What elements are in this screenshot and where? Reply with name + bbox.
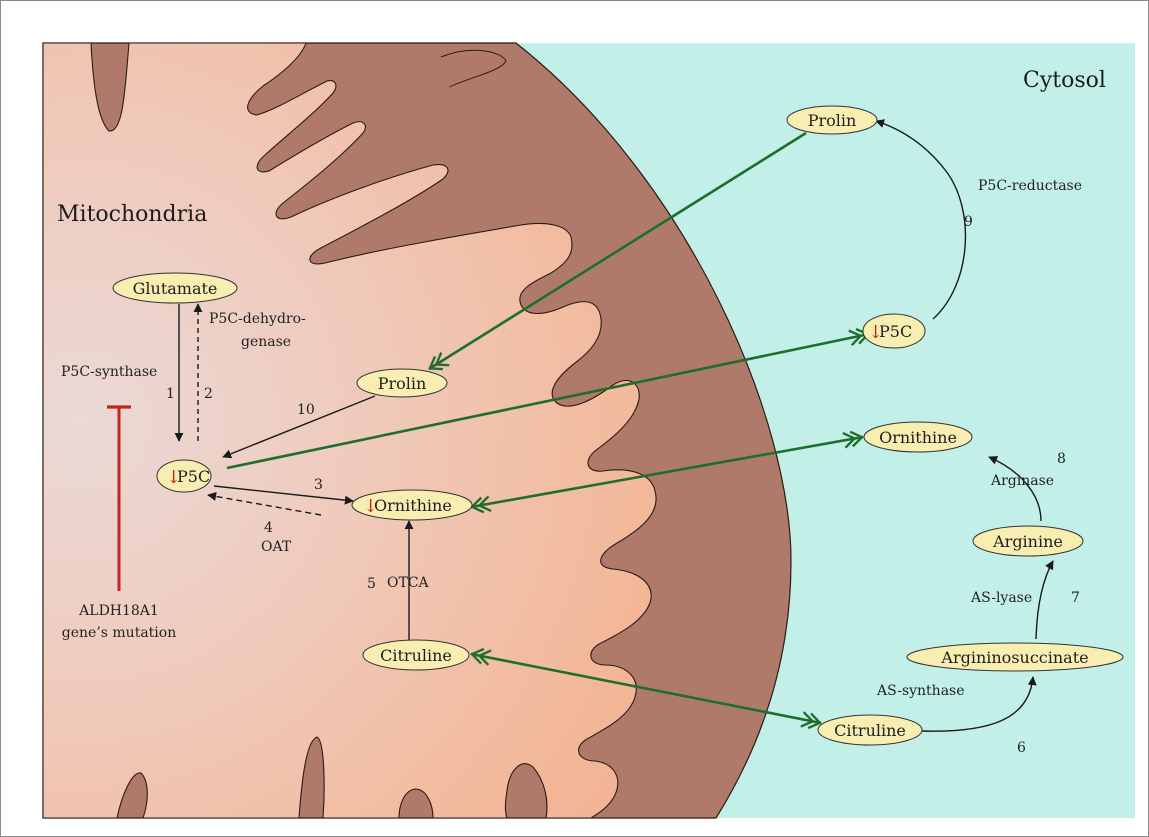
node-citruline-mitochondria: Citruline bbox=[363, 640, 469, 670]
enzyme-p5c-dehydrogenase-line1: P5C-dehydro- bbox=[209, 311, 306, 327]
mitochondria-label: Mitochondria bbox=[57, 202, 207, 227]
enzyme-as-synthase: AS-synthase bbox=[876, 683, 965, 699]
node-ornithine-cytosol: Ornithine bbox=[864, 422, 972, 452]
prolin-cyto-label: Prolin bbox=[808, 111, 857, 130]
node-ornithine-mitochondria: ↓ Ornithine bbox=[352, 490, 472, 520]
node-p5c-mitochondria: ↓ P5C bbox=[157, 460, 211, 492]
enzyme-otca: OTCA bbox=[387, 575, 430, 591]
step-number-8: 8 bbox=[1057, 451, 1066, 467]
step-number-3: 3 bbox=[314, 477, 323, 493]
node-arginine: Arginine bbox=[973, 526, 1083, 556]
ornithine-mito-label: Ornithine bbox=[374, 496, 452, 515]
enzyme-p5c-reductase: P5C-reductase bbox=[978, 178, 1082, 194]
step-number-9: 9 bbox=[964, 214, 973, 230]
node-citruline-cytosol: Citruline bbox=[818, 715, 922, 745]
enzyme-p5c-synthase: P5C-synthase bbox=[61, 364, 157, 380]
step-number-2: 2 bbox=[204, 386, 213, 402]
p5c-cyto-label: P5C bbox=[879, 322, 912, 341]
node-p5c-cytosol: ↓ P5C bbox=[863, 314, 925, 348]
mutation-label-line2: gene’s mutation bbox=[62, 625, 176, 641]
step-number-7: 7 bbox=[1071, 590, 1080, 606]
p5c-mito-label: P5C bbox=[177, 467, 210, 486]
enzyme-p5c-dehydrogenase-line2: genase bbox=[241, 334, 291, 350]
enzyme-oat: OAT bbox=[261, 539, 292, 555]
enzyme-arginase: Arginase bbox=[990, 473, 1054, 489]
step-number-10: 10 bbox=[297, 402, 315, 418]
node-argininosuccinate: Argininosuccinate bbox=[907, 643, 1123, 671]
enzyme-as-lyase: AS-lyase bbox=[970, 590, 1032, 606]
citruline-cyto-label: Citruline bbox=[834, 721, 906, 740]
step-number-5: 5 bbox=[367, 576, 376, 592]
node-prolin-cytosol: Prolin bbox=[787, 106, 877, 134]
arginine-label: Arginine bbox=[992, 532, 1063, 551]
mutation-label-line1: ALDH18A1 bbox=[78, 603, 159, 619]
step-number-4: 4 bbox=[264, 520, 273, 536]
citruline-mito-label: Citruline bbox=[380, 646, 452, 665]
prolin-mito-label: Prolin bbox=[378, 374, 427, 393]
argininosuccinate-label: Argininosuccinate bbox=[940, 648, 1088, 667]
node-prolin-mitochondria: Prolin bbox=[357, 369, 447, 397]
ornithine-cyto-label: Ornithine bbox=[879, 428, 957, 447]
step-number-6: 6 bbox=[1017, 740, 1026, 756]
node-glutamate: Glutamate bbox=[113, 273, 237, 303]
glutamate-label: Glutamate bbox=[133, 279, 218, 298]
step-number-1: 1 bbox=[166, 386, 175, 402]
cytosol-label: Cytosol bbox=[1023, 68, 1106, 93]
